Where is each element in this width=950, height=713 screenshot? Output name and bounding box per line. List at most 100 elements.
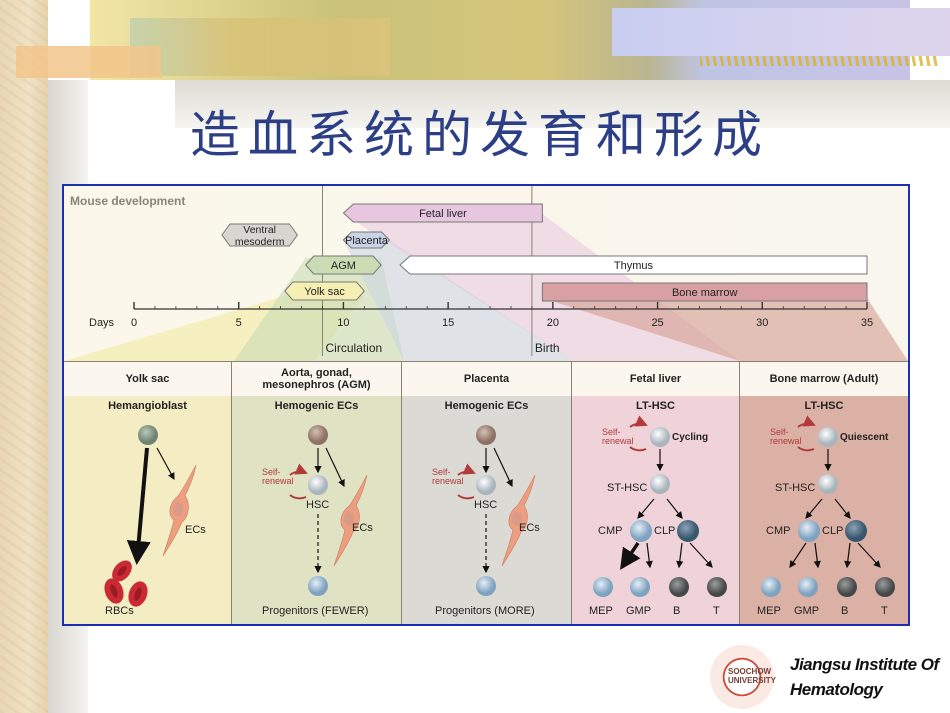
label-b: B [673, 605, 681, 617]
arrow-clp-to-t [857, 542, 881, 568]
site-label-bone-marrow: Bone marrow [672, 287, 737, 299]
panel-body: Hemogenic ECs Se [232, 396, 401, 624]
axis-tick-label: 0 [131, 317, 137, 329]
panel-header: Yolk sac [64, 361, 231, 397]
site-label-fetal-liver: Fetal liver [419, 208, 467, 220]
fetal-liver-lineage-tree [593, 415, 727, 597]
arrow-st-to-clp [834, 498, 851, 519]
t-cell [707, 577, 727, 597]
label-t: T [713, 605, 720, 617]
decorative-banner-orange [16, 46, 161, 78]
mep-cell [593, 577, 613, 597]
axis-tick-label: 20 [547, 317, 559, 329]
decorative-banner-purple [612, 8, 950, 56]
arrow-clp-to-t [689, 542, 713, 568]
clp-cell [677, 520, 699, 542]
label-hsc: HSC [306, 499, 330, 511]
arrow-cmp-to-mep [620, 542, 641, 570]
cmp-cell [630, 520, 652, 542]
gmp-cell [630, 577, 650, 597]
self-renewal-label: Self-renewal [770, 427, 802, 446]
axis-tick-label: 15 [442, 317, 454, 329]
site-thymus [399, 255, 868, 275]
progenitor-cell [308, 576, 328, 596]
label-gmp: GMP [626, 605, 652, 617]
parchment-border [0, 0, 48, 713]
site-label-placenta: Placenta [345, 235, 389, 247]
panel-subtitle: Hemangioblast [108, 400, 187, 412]
site-label-thymus: Thymus [614, 260, 654, 272]
placenta-diagram [457, 425, 536, 596]
yolk-sac-diagram [104, 425, 197, 607]
lt-hsc-cell [650, 427, 670, 447]
label-mep: MEP [589, 605, 613, 617]
hsc-cell [476, 475, 496, 495]
marker-label-circulation: Circulation [325, 341, 382, 355]
label-ecs: ECs [185, 524, 206, 536]
title-bar [175, 80, 950, 128]
self-renewal-arc [289, 494, 307, 500]
arrow-clp-to-b [676, 542, 684, 569]
label-rbcs: RBCs [105, 605, 134, 617]
wedge-placenta [343, 240, 574, 361]
arrow-cmp-to-gmp [645, 542, 653, 569]
site-agm [305, 255, 382, 275]
label-gmp: GMP [794, 605, 820, 617]
ec-nucleus [173, 502, 183, 516]
arrow-st-to-cmp [805, 498, 823, 519]
self-renewal-arc [457, 494, 475, 500]
self-renewal-arrow [289, 463, 308, 476]
timeline-title: Mouse development [70, 194, 186, 208]
mep-cell [761, 577, 781, 597]
institution-line1: Jiangsu Institute Of [790, 655, 939, 674]
panel-body: Hemangioblast [64, 396, 231, 624]
st-hsc-cell [818, 474, 838, 494]
panel-header: Aorta, gonad,mesonephros (AGM) [232, 361, 401, 397]
gmp-cell [798, 577, 818, 597]
site-label-agm: AGM [331, 260, 356, 272]
label-t: T [881, 605, 888, 617]
panel-subtitle: LT-HSC [636, 400, 675, 412]
self-renewal-label: Self-renewal [602, 427, 634, 446]
site-placenta [342, 231, 391, 249]
panel-header: Bone marrow (Adult) [740, 361, 908, 397]
hemogenic-ec-cell [308, 425, 328, 445]
label-cmp: CMP [598, 525, 623, 537]
self-renewal-arc [629, 446, 647, 452]
institution-name: Jiangsu Institute Of Hematology [790, 652, 939, 702]
slide-title: 造血系统的发育和形成 [190, 106, 770, 164]
panels: Yolk sac Hemangioblast [64, 361, 908, 624]
hsc-cell [308, 475, 328, 495]
axis-tick-label: 5 [236, 317, 242, 329]
axis-tick-label: 25 [651, 317, 663, 329]
logo-text: SOOCHOW UNIVERSITY [728, 667, 777, 685]
axis-tick-label: 30 [756, 317, 768, 329]
panel-agm: Aorta, gonad,mesonephros (AGM) Hemogenic… [232, 361, 402, 624]
site-fetal-liver [342, 203, 543, 223]
arrow-st-to-clp [666, 498, 683, 519]
panel-body: LT-HSC Self-renewal Cycling ST-HSC CMP C… [572, 396, 739, 624]
panel-header-line2: mesonephros (AGM) [262, 379, 371, 391]
university-logo: SOOCHOW UNIVERSITY [710, 645, 777, 709]
label-quiescent: Quiescent [840, 432, 889, 443]
self-renewal-label: Self-renewal [432, 467, 464, 486]
bone-marrow-lineage-tree [761, 415, 895, 597]
label-cycling: Cycling [672, 432, 709, 443]
panel-bone-marrow: Bone marrow (Adult) LT-HSC Self-renewal … [740, 361, 908, 624]
panel-subtitle: Hemogenic ECs [444, 400, 529, 412]
b-cell [837, 577, 857, 597]
panel-header-line1: Aorta, gonad, [281, 367, 352, 379]
panel-placenta: Placenta Hemogenic ECs [402, 361, 572, 624]
site-label-ventral-mesoderm: Ventral [243, 224, 276, 236]
label-mep: MEP [757, 605, 781, 617]
b-cell [669, 577, 689, 597]
label-hsc: HSC [474, 499, 498, 511]
st-hsc-cell [650, 474, 670, 494]
arrow-to-ecs [156, 447, 175, 481]
progenitor-cell [476, 576, 496, 596]
institution-line2: Hematology [790, 680, 883, 699]
label-clp: CLP [654, 525, 676, 537]
